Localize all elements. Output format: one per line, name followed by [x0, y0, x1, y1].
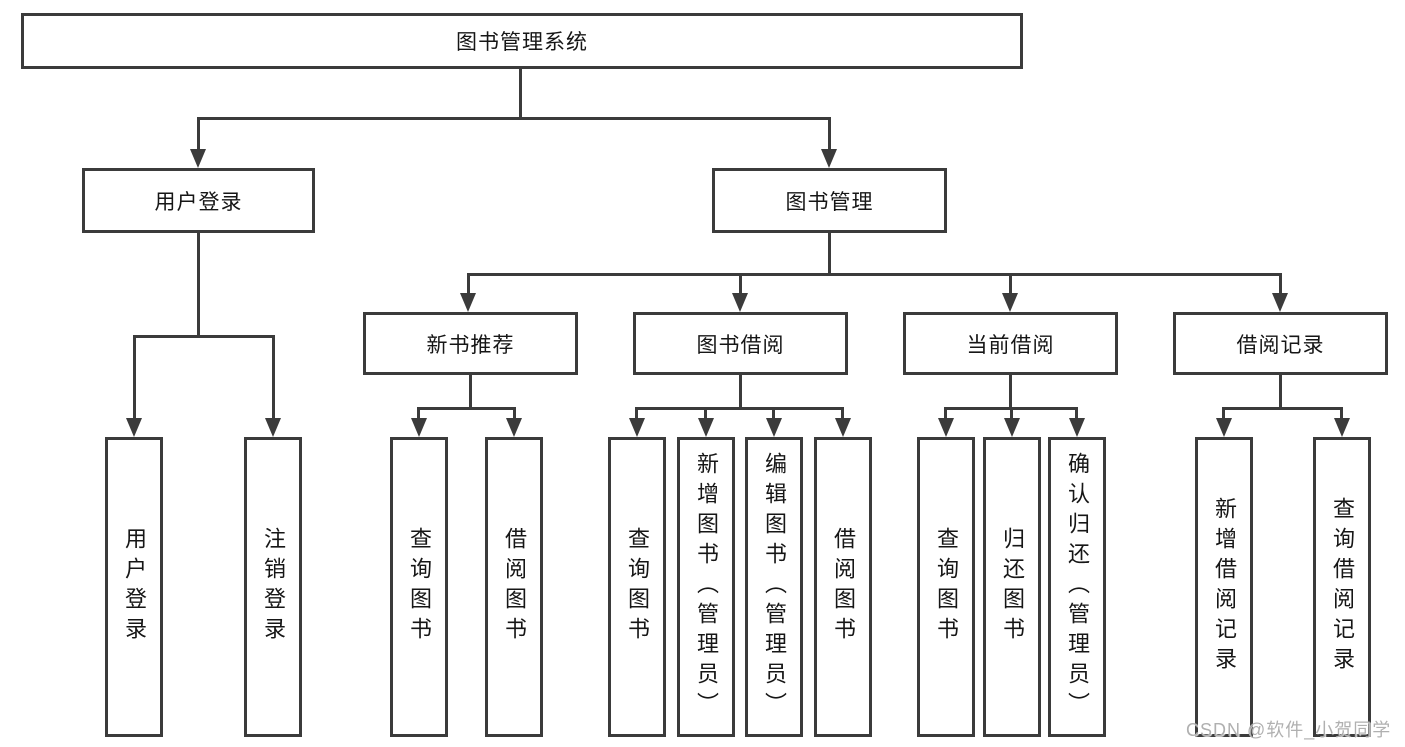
connector-line — [1279, 273, 1282, 296]
leaf-node-return-book: 归还图书 — [983, 437, 1041, 737]
connector-line — [469, 375, 472, 407]
leaf-node-label: 借阅图书 — [831, 527, 856, 647]
connector-line — [1340, 407, 1343, 421]
leaf-node-query-book-recommend: 查询图书 — [390, 437, 448, 737]
connector-line — [1279, 375, 1282, 407]
connector-line — [1222, 407, 1343, 410]
arrowhead-icon — [835, 418, 851, 437]
leaf-node-logout: 注销登录 — [244, 437, 302, 737]
branch-node-label: 用户登录 — [154, 190, 243, 214]
connector-line — [1010, 407, 1013, 421]
connector-line — [197, 117, 831, 120]
leaf-node-borrow-book: 借阅图书 — [814, 437, 872, 737]
connector-line — [467, 273, 470, 296]
leaf-node-label: 用户登录 — [122, 527, 147, 647]
leaf-node-label: 编辑图书（管理员） — [762, 452, 787, 722]
branch-node-book-management: 图书管理 — [712, 168, 947, 233]
section-node-label: 新书推荐 — [426, 333, 515, 357]
arrowhead-icon — [265, 418, 281, 437]
connector-line — [828, 233, 831, 273]
section-node-book-borrow: 图书借阅 — [633, 312, 848, 375]
connector-line — [513, 407, 516, 421]
connector-line — [133, 335, 136, 421]
arrowhead-icon — [1069, 418, 1085, 437]
leaf-node-user-login: 用户登录 — [105, 437, 163, 737]
section-node-borrow-records: 借阅记录 — [1173, 312, 1388, 375]
arrowhead-icon — [821, 149, 837, 168]
arrowhead-icon — [460, 293, 476, 312]
leaf-node-label: 查询借阅记录 — [1330, 497, 1355, 677]
connector-line — [1009, 375, 1012, 407]
arrowhead-icon — [732, 293, 748, 312]
connector-line — [519, 69, 522, 117]
arrowhead-icon — [698, 418, 714, 437]
branch-node-label: 图书管理 — [785, 190, 874, 214]
connector-line — [704, 407, 707, 421]
root-node-library-system: 图书管理系统 — [21, 13, 1023, 69]
connector-line — [133, 335, 275, 338]
arrowhead-icon — [1334, 418, 1350, 437]
connector-line — [467, 273, 1282, 276]
connector-line — [1222, 407, 1225, 421]
connector-line — [197, 117, 200, 153]
leaf-node-borrow-book-recommend: 借阅图书 — [485, 437, 543, 737]
arrowhead-icon — [411, 418, 427, 437]
connector-line — [944, 407, 947, 421]
arrowhead-icon — [938, 418, 954, 437]
connector-line — [772, 407, 775, 421]
leaf-node-label: 查询图书 — [407, 527, 432, 647]
arrowhead-icon — [629, 418, 645, 437]
connector-line — [417, 407, 516, 410]
leaf-node-query-borrow-record: 查询借阅记录 — [1313, 437, 1371, 737]
arrowhead-icon — [1002, 293, 1018, 312]
leaf-node-label: 新增图书（管理员） — [694, 452, 719, 722]
leaf-node-add-book-admin: 新增图书（管理员） — [677, 437, 735, 737]
connector-line — [635, 407, 844, 410]
leaf-node-confirm-return-admin: 确认归还（管理员） — [1048, 437, 1106, 737]
leaf-node-query-book-current: 查询图书 — [917, 437, 975, 737]
leaf-node-label: 新增借阅记录 — [1212, 497, 1237, 677]
connector-line — [1075, 407, 1078, 421]
leaf-node-label: 借阅图书 — [502, 527, 527, 647]
connector-line — [739, 273, 742, 296]
connector-line — [739, 375, 742, 407]
csdn-watermark: CSDN @软件_小贺同学 — [1186, 720, 1392, 740]
leaf-node-query-book: 查询图书 — [608, 437, 666, 737]
arrowhead-icon — [766, 418, 782, 437]
connector-line — [417, 407, 420, 421]
section-node-label: 借阅记录 — [1236, 333, 1325, 357]
leaf-node-label: 注销登录 — [261, 527, 286, 647]
section-node-current-borrow: 当前借阅 — [903, 312, 1118, 375]
connector-line — [1009, 273, 1012, 296]
section-node-label: 图书借阅 — [696, 333, 785, 357]
leaf-node-edit-book-admin: 编辑图书（管理员） — [745, 437, 803, 737]
section-node-new-book-recommend: 新书推荐 — [363, 312, 578, 375]
leaf-node-label: 确认归还（管理员） — [1065, 452, 1090, 722]
leaf-node-label: 查询图书 — [625, 527, 650, 647]
arrowhead-icon — [190, 149, 206, 168]
leaf-node-label: 归还图书 — [1000, 527, 1025, 647]
section-node-label: 当前借阅 — [966, 333, 1055, 357]
connector-line — [197, 233, 200, 335]
arrowhead-icon — [1216, 418, 1232, 437]
connector-line — [635, 407, 638, 421]
arrowhead-icon — [1004, 418, 1020, 437]
connector-line — [841, 407, 844, 421]
arrowhead-icon — [1272, 293, 1288, 312]
leaf-node-add-borrow-record: 新增借阅记录 — [1195, 437, 1253, 737]
arrowhead-icon — [506, 418, 522, 437]
arrowhead-icon — [126, 418, 142, 437]
connector-line — [272, 335, 275, 421]
leaf-node-label: 查询图书 — [934, 527, 959, 647]
root-node-label: 图书管理系统 — [456, 31, 588, 54]
branch-node-user-login: 用户登录 — [82, 168, 315, 233]
connector-line — [828, 117, 831, 153]
